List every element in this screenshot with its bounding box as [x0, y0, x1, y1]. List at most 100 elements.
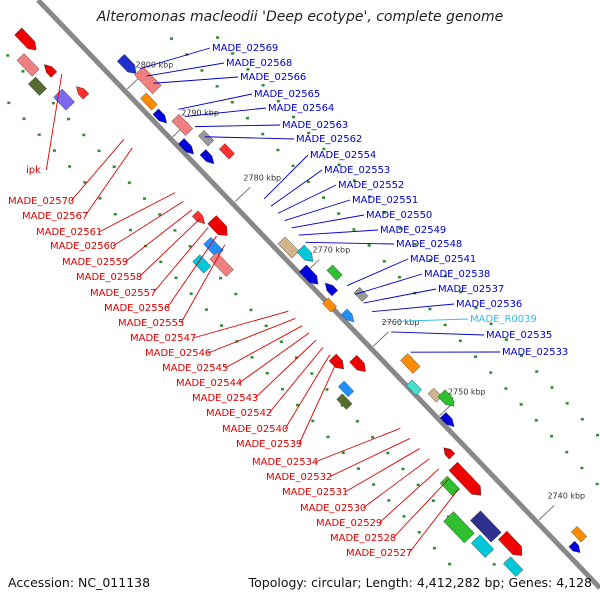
gene-feature[interactable] — [322, 280, 338, 297]
gene-label-reverse[interactable]: MADE_02545 — [162, 363, 228, 374]
gene-feature[interactable] — [405, 379, 423, 396]
gene-feature[interactable] — [349, 354, 370, 375]
gene-label-forward[interactable]: MADE_02541 — [410, 254, 476, 265]
gene-feature[interactable] — [443, 511, 475, 544]
gene-label-forward[interactable]: MADE_02563 — [282, 120, 348, 131]
gene-feature[interactable] — [341, 308, 356, 325]
gene-feature[interactable] — [497, 530, 526, 560]
scale-tick — [372, 331, 389, 347]
gene-feature[interactable] — [448, 461, 485, 499]
track-dot — [113, 212, 117, 216]
gene-feature[interactable] — [140, 92, 158, 111]
gene-feature[interactable] — [471, 534, 495, 558]
gene-label-forward[interactable]: MADE_R0039 — [470, 314, 537, 325]
gene-label-forward[interactable]: MADE_02536 — [456, 299, 522, 310]
gene-feature[interactable] — [439, 412, 457, 429]
gene-label-forward[interactable]: MADE_02538 — [424, 269, 490, 280]
gene-label-reverse[interactable]: MADE_02560 — [50, 241, 116, 252]
gene-label-forward[interactable]: MADE_02554 — [310, 150, 376, 161]
gene-feature[interactable] — [171, 113, 194, 136]
gene-label-reverse[interactable]: ipk — [26, 165, 41, 176]
gene-feature[interactable] — [296, 244, 317, 265]
gene-feature[interactable] — [503, 556, 524, 577]
gene-label-reverse[interactable]: MADE_02529 — [316, 518, 382, 529]
gene-label-reverse[interactable]: MADE_02530 — [300, 503, 366, 514]
gene-feature[interactable] — [209, 252, 234, 277]
gene-feature[interactable] — [336, 393, 353, 410]
gene-feature[interactable] — [192, 254, 212, 274]
gene-label-reverse[interactable]: MADE_02540 — [222, 424, 288, 435]
gene-feature[interactable] — [400, 353, 421, 374]
gene-label-reverse[interactable]: MADE_02555 — [118, 318, 184, 329]
track-dot — [534, 419, 538, 422]
gene-label-forward[interactable]: MADE_02550 — [366, 210, 432, 221]
gene-feature[interactable] — [338, 380, 355, 398]
gene-label-reverse[interactable]: MADE_02539 — [236, 439, 302, 450]
gene-feature[interactable] — [152, 108, 170, 126]
gene-feature[interactable] — [73, 84, 90, 100]
track-dot — [7, 101, 11, 105]
gene-feature[interactable] — [178, 138, 196, 157]
gene-feature[interactable] — [28, 76, 47, 96]
gene-label-forward[interactable]: MADE_02537 — [438, 284, 504, 295]
gene-label-reverse[interactable]: MADE_02547 — [130, 333, 196, 344]
gene-feature[interactable] — [298, 264, 321, 288]
gene-feature[interactable] — [14, 27, 40, 54]
label-leader — [378, 468, 440, 524]
gene-label-reverse[interactable]: MADE_02558 — [76, 272, 142, 283]
gene-label-forward[interactable]: MADE_02568 — [226, 58, 292, 69]
gene-label-forward[interactable]: MADE_02562 — [296, 134, 362, 145]
label-leader — [207, 318, 296, 354]
gene-feature[interactable] — [207, 215, 232, 240]
gene-label-reverse[interactable]: MADE_02532 — [266, 472, 332, 483]
gene-label-forward[interactable]: MADE_02549 — [380, 225, 446, 236]
gene-feature[interactable] — [470, 510, 502, 543]
gene-feature[interactable] — [437, 389, 458, 410]
gene-feature[interactable] — [427, 387, 443, 403]
gene-label-reverse[interactable]: MADE_02542 — [206, 408, 272, 419]
gene-label-reverse[interactable]: MADE_02567 — [22, 211, 88, 222]
track-dot — [276, 99, 280, 103]
gene-label-forward[interactable]: MADE_02533 — [502, 347, 568, 358]
gene-feature[interactable] — [441, 445, 456, 460]
gene-label-reverse[interactable]: MADE_02546 — [145, 348, 211, 359]
gene-label-reverse[interactable]: MADE_02559 — [62, 257, 128, 268]
gene-feature[interactable] — [41, 62, 58, 78]
gene-label-forward[interactable]: MADE_02535 — [486, 330, 552, 341]
gene-label-reverse[interactable]: MADE_02531 — [282, 487, 348, 498]
gene-label-reverse[interactable]: MADE_02527 — [346, 548, 412, 559]
gene-label-forward[interactable]: MADE_02565 — [254, 89, 320, 100]
gene-feature[interactable] — [191, 210, 207, 227]
gene-label-forward[interactable]: MADE_02569 — [212, 43, 278, 54]
gene-feature[interactable] — [218, 143, 235, 160]
gene-feature[interactable] — [198, 130, 215, 147]
gene-label-reverse[interactable]: MADE_02557 — [90, 288, 156, 299]
gene-label-forward[interactable]: MADE_02566 — [240, 72, 306, 83]
gene-feature[interactable] — [571, 526, 588, 543]
gene-label-forward[interactable]: MADE_02553 — [324, 165, 390, 176]
gene-label-forward[interactable]: MADE_02564 — [268, 103, 334, 114]
gene-label-reverse[interactable]: MADE_02561 — [36, 227, 102, 238]
gene-feature[interactable] — [199, 149, 217, 166]
gene-label-forward[interactable]: MADE_02548 — [396, 239, 462, 250]
gene-feature[interactable] — [328, 353, 347, 372]
gene-feature[interactable] — [568, 540, 583, 555]
gene-label-reverse[interactable]: MADE_02543 — [192, 393, 258, 404]
gene-feature[interactable] — [439, 475, 461, 497]
gene-feature[interactable] — [322, 297, 337, 313]
gene-label-reverse[interactable]: MADE_02544 — [176, 378, 242, 389]
track-dot — [159, 260, 163, 264]
gene-label-reverse[interactable]: MADE_02570 — [8, 196, 74, 207]
track-dot — [504, 338, 508, 341]
gene-feature[interactable] — [16, 53, 40, 77]
gene-feature[interactable] — [134, 66, 162, 95]
gene-label-reverse[interactable]: MADE_02556 — [104, 303, 170, 314]
gene-label-reverse[interactable]: MADE_02528 — [330, 533, 396, 544]
gene-feature[interactable] — [116, 54, 139, 77]
track-dot — [234, 292, 238, 296]
gene-label-reverse[interactable]: MADE_02534 — [252, 457, 318, 468]
gene-label-forward[interactable]: MADE_02551 — [352, 195, 418, 206]
gene-feature[interactable] — [326, 264, 343, 281]
gene-feature[interactable] — [277, 236, 300, 259]
gene-label-forward[interactable]: MADE_02552 — [338, 180, 404, 191]
